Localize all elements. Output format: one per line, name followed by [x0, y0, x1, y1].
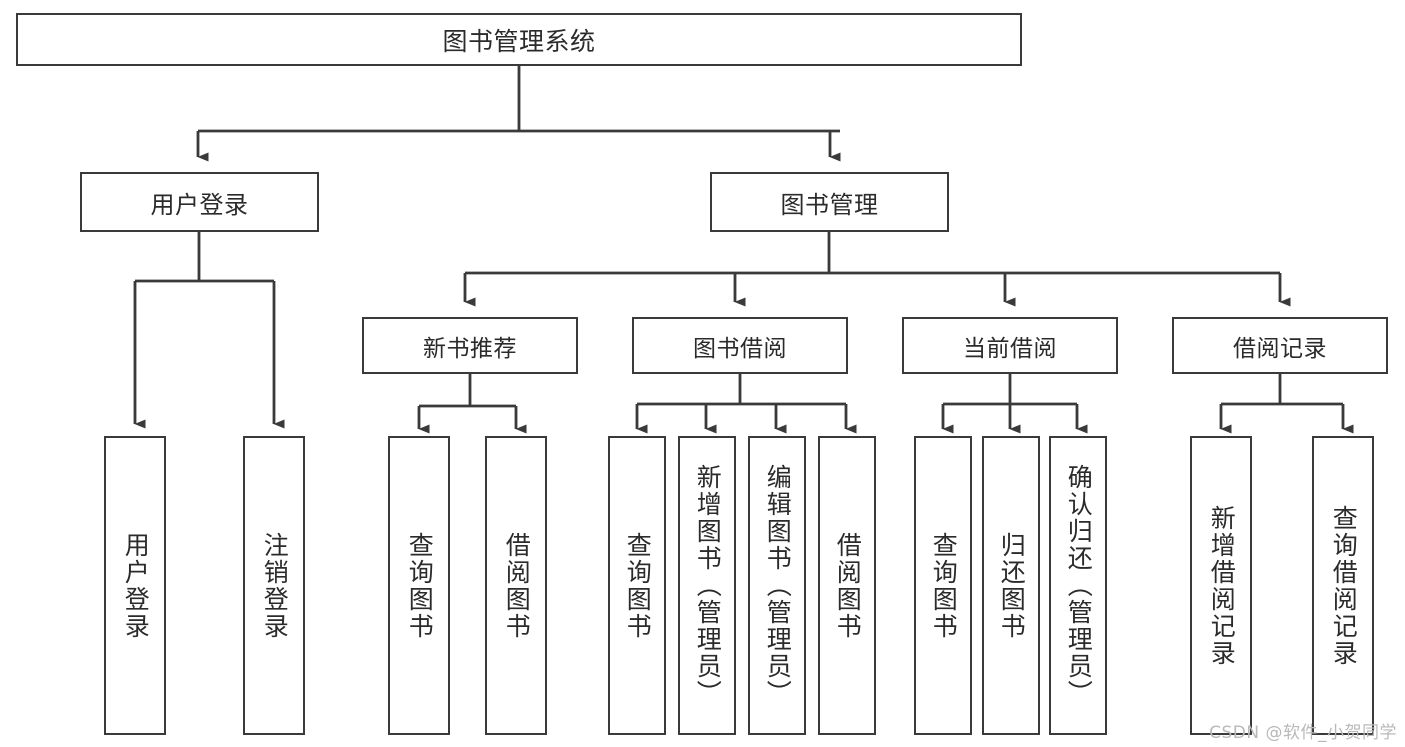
leaf-current-borrow-confirm-return[interactable]: 确认归还（管理员） — [1049, 436, 1107, 735]
node-label: 新增图书（管理员） — [693, 464, 723, 707]
node-current-borrow[interactable]: 当前借阅 — [902, 317, 1118, 374]
leaf-current-borrow-query[interactable]: 查询图书 — [914, 436, 972, 735]
node-label: 编辑图书（管理员） — [763, 464, 793, 707]
leaf-new-book-query[interactable]: 查询图书 — [388, 436, 450, 735]
node-label: 查询图书 — [929, 531, 959, 640]
node-label: 借阅图书 — [833, 531, 863, 640]
node-borrow-record[interactable]: 借阅记录 — [1172, 317, 1388, 374]
leaf-borrow-record-add[interactable]: 新增借阅记录 — [1190, 436, 1252, 735]
leaf-new-book-borrow[interactable]: 借阅图书 — [485, 436, 547, 735]
leaf-book-borrow-add[interactable]: 新增图书（管理员） — [678, 436, 736, 735]
node-label: 当前借阅 — [963, 335, 1057, 362]
node-label: 查询图书 — [405, 531, 435, 640]
leaf-book-borrow-query[interactable]: 查询图书 — [608, 436, 666, 735]
node-label: 新书推荐 — [423, 335, 517, 362]
node-label: 用户登录 — [121, 531, 151, 640]
node-label: 查询借阅记录 — [1329, 504, 1359, 667]
node-label: 新增借阅记录 — [1207, 504, 1237, 667]
leaf-current-borrow-return[interactable]: 归还图书 — [982, 436, 1040, 735]
node-label: 用户登录 — [150, 190, 249, 219]
leaf-user-login-logout[interactable]: 注销登录 — [243, 436, 305, 735]
leaf-book-borrow-borrow[interactable]: 借阅图书 — [818, 436, 876, 735]
node-label: 借阅图书 — [502, 531, 532, 640]
node-label: 注销登录 — [260, 531, 290, 640]
node-label: 图书借阅 — [693, 335, 787, 362]
watermark-text: CSDN @软件_小贺同学 — [1209, 723, 1397, 743]
leaf-book-borrow-edit[interactable]: 编辑图书（管理员） — [748, 436, 806, 735]
node-root-library-system[interactable]: 图书管理系统 — [16, 13, 1022, 66]
node-label: 图书管理 — [780, 190, 879, 219]
node-book-borrow[interactable]: 图书借阅 — [632, 317, 848, 374]
node-label: 确认归还（管理员） — [1064, 464, 1094, 707]
node-label: 图书管理系统 — [442, 26, 596, 56]
node-label: 借阅记录 — [1233, 335, 1327, 362]
node-book-management[interactable]: 图书管理 — [710, 172, 949, 232]
node-label: 查询图书 — [623, 531, 653, 640]
node-user-login[interactable]: 用户登录 — [80, 172, 319, 232]
leaf-borrow-record-query[interactable]: 查询借阅记录 — [1312, 436, 1374, 735]
leaf-user-login-login[interactable]: 用户登录 — [104, 436, 166, 735]
node-new-book-recommend[interactable]: 新书推荐 — [362, 317, 578, 374]
node-label: 归还图书 — [997, 531, 1027, 640]
